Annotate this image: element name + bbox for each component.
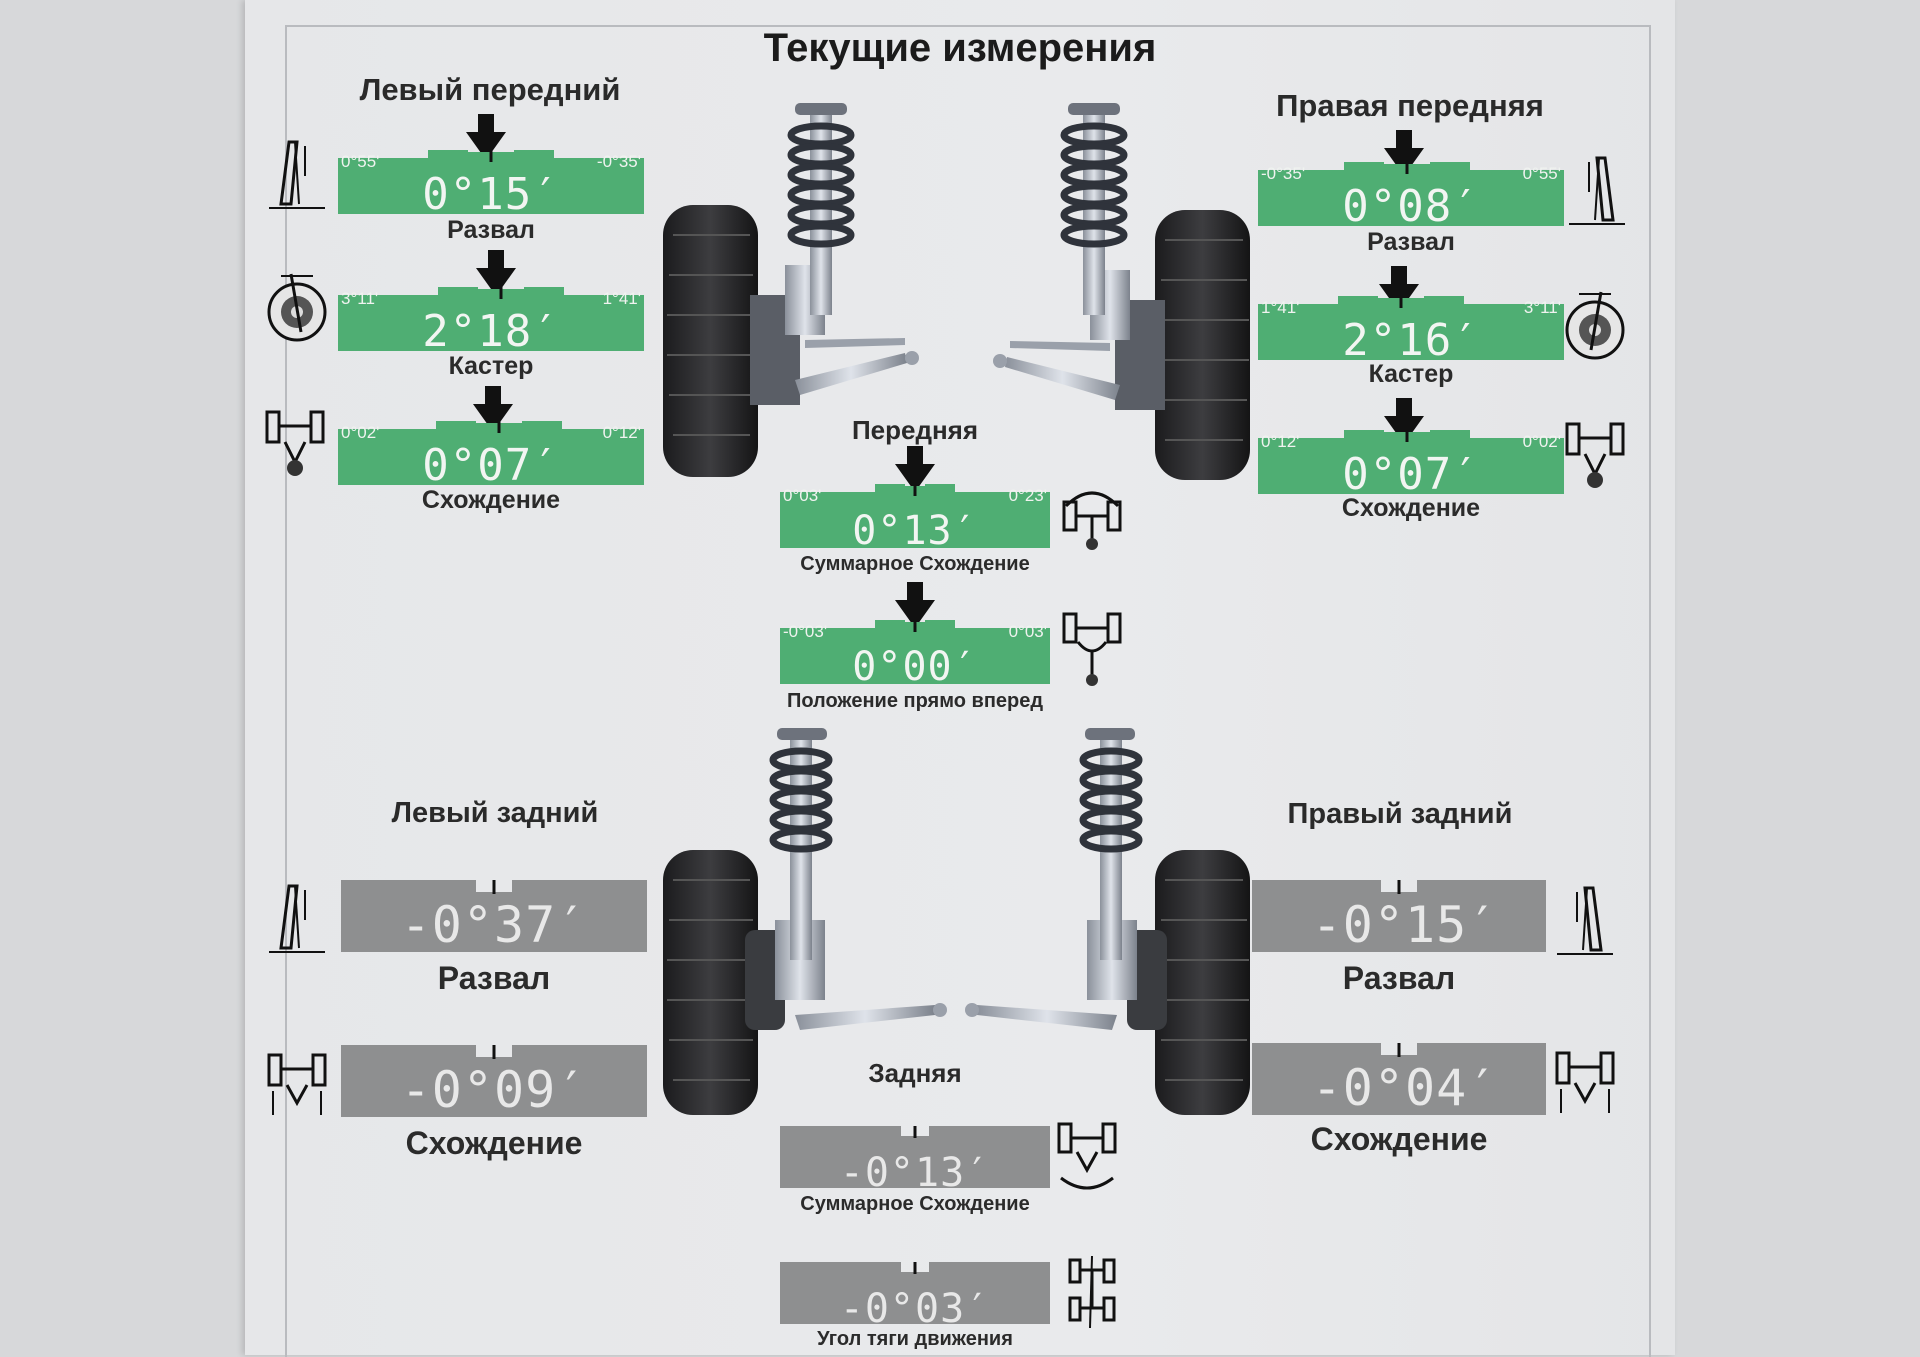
front-left-caster-max: 1°41' [602, 289, 641, 308]
front-right-camber-max: 0°55' [1522, 164, 1561, 183]
total-toe-icon [1057, 1122, 1117, 1190]
front-left-caster-value: 2°18′ [422, 306, 560, 357]
front-total-toe-label: Суммарное Схождение [800, 553, 1030, 575]
front-right-caster-value: 2°16′ [1342, 315, 1480, 366]
rear-left-camber-gauge: -0°37′ [341, 880, 647, 954]
front-right-toe-value: 0°07′ [1342, 449, 1480, 500]
front-left-caster-gauge: 3°11' 1°41' 2°18′ [338, 287, 644, 357]
rear-right-toe-value: -0°04′ [1311, 1059, 1499, 1117]
thrust-icon [1068, 1255, 1116, 1329]
rear-suspension-image [663, 728, 1250, 1115]
thrust-angle-value: -0°03′ [839, 1286, 991, 1332]
rear-left-toe-gauge: -0°09′ [341, 1045, 647, 1119]
toe-icon [265, 410, 325, 476]
rear-left-title: Левый задний [391, 797, 599, 829]
straight-ahead-min: -0°03' [783, 622, 828, 641]
front-left-toe-label: Схождение [421, 486, 561, 514]
camber-icon [1557, 886, 1613, 955]
straight-ahead-value: 0°00′ [852, 644, 978, 690]
target-arrow-icon [473, 386, 513, 432]
front-left-camber-gauge: 0°55' -0°35' 0°15′ [338, 150, 644, 220]
page-title: Текущие измерения [763, 26, 1157, 70]
front-axle-label: Передняя [851, 415, 979, 445]
front-left-toe-value: 0°07′ [422, 440, 560, 491]
target-arrow-icon [476, 250, 516, 296]
rear-right-toe-gauge: -0°04′ [1252, 1043, 1558, 1117]
thrust-angle-label: Угол тяги движения [817, 1328, 1013, 1350]
front-right-caster-min: 1°41' [1261, 298, 1300, 317]
target-arrow-icon [895, 446, 935, 492]
front-right-camber-label: Развал [1367, 228, 1455, 256]
front-total-toe-min: 0°03' [783, 486, 822, 505]
thrust-angle-gauge: -0°03′ [780, 1262, 1050, 1332]
front-total-toe-max: 0°23' [1008, 486, 1047, 505]
straight-ahead-max: 0°03' [1008, 622, 1047, 641]
front-right-toe-max: 0°02' [1522, 432, 1561, 451]
rear-right-camber-label: Развал [1342, 960, 1456, 996]
rear-right-title: Правый задний [1287, 798, 1513, 830]
front-left-title: Левый передний [359, 72, 621, 107]
steering-icon [1062, 612, 1122, 686]
toe-icon [267, 1053, 327, 1115]
rear-left-toe-label: Схождение [405, 1125, 583, 1161]
rear-right-camber-value: -0°15′ [1311, 896, 1499, 954]
camber-icon [1569, 156, 1625, 225]
front-right-camber-gauge: -0°35' 0°55' 0°08′ [1258, 162, 1564, 232]
target-arrow-icon [1384, 130, 1424, 176]
front-left-camber-max: -0°35' [596, 152, 641, 171]
front-right-camber-value: 0°08′ [1342, 181, 1480, 232]
front-left-caster-min: 3°11' [341, 289, 379, 308]
front-right-caster-label: Кастер [1368, 360, 1454, 388]
front-right-caster-gauge: 1°41' 3°11' 2°16′ [1258, 296, 1564, 366]
rear-right-camber-gauge: -0°15′ [1252, 880, 1558, 954]
target-arrow-icon [895, 582, 935, 628]
front-left-toe-max: 0°12' [602, 423, 641, 442]
front-left-camber-min: 0°55' [341, 152, 380, 171]
straight-ahead-gauge: -0°03' 0°03' 0°00′ [780, 620, 1050, 690]
caster-icon [1565, 291, 1625, 360]
caster-icon [267, 273, 327, 342]
rear-total-toe-value: -0°13′ [839, 1150, 991, 1196]
camber-icon [269, 140, 325, 209]
front-right-toe-gauge: 0°12' 0°02' 0°07′ [1258, 430, 1564, 500]
front-left-caster-label: Кастер [448, 352, 534, 380]
front-left-camber-label: Развал [447, 216, 535, 244]
rear-right-toe-label: Схождение [1310, 1121, 1488, 1157]
rear-left-camber-value: -0°37′ [400, 896, 588, 954]
camber-icon [269, 884, 325, 953]
front-left-toe-min: 0°02' [341, 423, 380, 442]
front-right-toe-label: Схождение [1341, 494, 1481, 522]
rear-total-toe-label: Суммарное Схождение [800, 1193, 1030, 1215]
toe-icon [1565, 422, 1625, 488]
front-total-toe-value: 0°13′ [852, 508, 978, 554]
page-frame [285, 25, 1651, 1357]
front-suspension-image [663, 103, 1250, 480]
front-total-toe-gauge: 0°03' 0°23' 0°13′ [780, 484, 1050, 554]
rear-total-toe-gauge: -0°13′ [780, 1126, 1050, 1196]
rear-axle-label: Задняя [868, 1058, 962, 1088]
front-right-caster-max: 3°11' [1523, 298, 1561, 317]
target-arrow-icon [466, 114, 506, 160]
rear-left-toe-value: -0°09′ [400, 1061, 588, 1119]
total-toe-icon [1062, 491, 1122, 550]
toe-icon [1555, 1051, 1615, 1113]
front-right-toe-min: 0°12' [1261, 432, 1300, 451]
front-left-toe-gauge: 0°02' 0°12' 0°07′ [338, 421, 644, 491]
front-right-title: Правая передняя [1276, 88, 1544, 123]
front-right-camber-min: -0°35' [1261, 164, 1306, 183]
front-left-camber-value: 0°15′ [422, 169, 560, 220]
rear-left-camber-label: Развал [437, 960, 551, 996]
target-arrow-icon [1384, 398, 1424, 444]
straight-ahead-label: Положение прямо вперед [786, 690, 1044, 712]
